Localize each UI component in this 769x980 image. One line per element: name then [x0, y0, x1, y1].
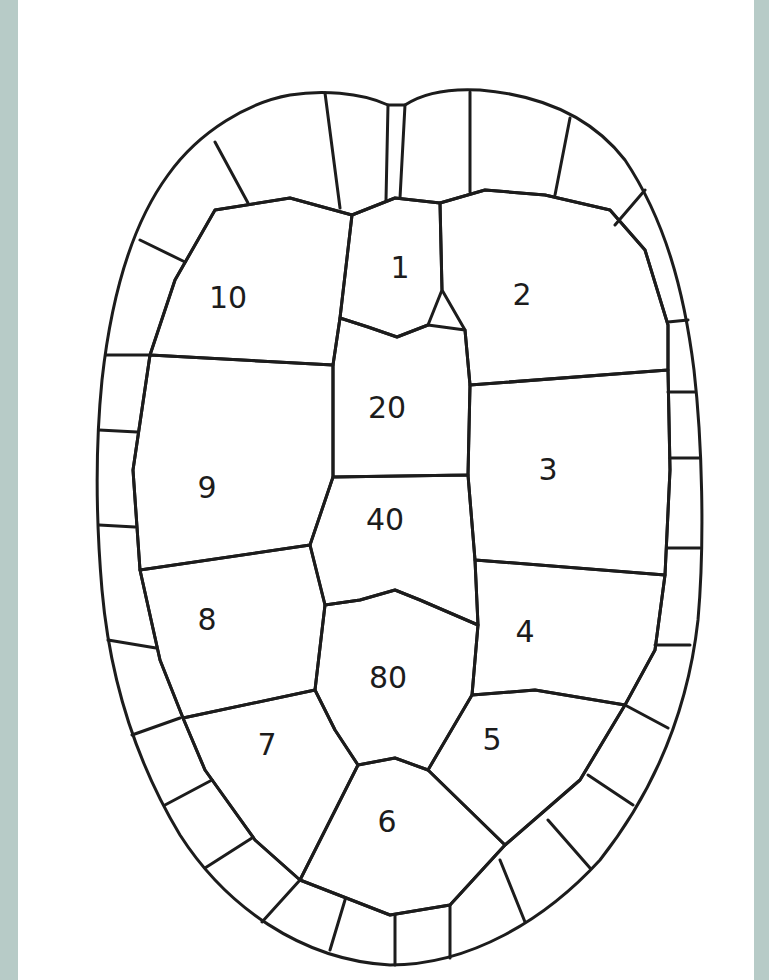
- scute-number: 10: [209, 283, 247, 313]
- scute-border: [340, 198, 442, 337]
- scute-number: 6: [377, 807, 396, 837]
- scute-shape: 3: [468, 370, 670, 575]
- scute-shape: 10: [150, 198, 352, 365]
- scute-shape: 4: [472, 560, 665, 705]
- scute-outline: [150, 198, 352, 365]
- nuchal-notch: [386, 105, 405, 200]
- scute-number: 1: [390, 253, 409, 283]
- scute-border: [133, 355, 333, 570]
- scute-outline: [133, 355, 333, 570]
- scute-outline: [183, 690, 358, 880]
- marginal-dividers: [99, 92, 700, 965]
- scute-outline: [472, 560, 665, 705]
- scute-outline: [140, 545, 325, 718]
- scute-shape: 8: [140, 545, 325, 718]
- scute-border: [315, 590, 478, 770]
- scute-border: [150, 198, 352, 365]
- scute-number: 80: [369, 663, 407, 693]
- scute-number: 3: [538, 455, 557, 485]
- scute-number: 9: [197, 473, 216, 503]
- scute-shape: 9: [133, 355, 333, 570]
- scute-number: 5: [482, 725, 501, 755]
- scute-number: 4: [515, 617, 534, 647]
- scute-border: [140, 545, 325, 718]
- scute-number: 8: [197, 605, 216, 635]
- marginal-inner-edge: [133, 190, 670, 915]
- shell-outer-edge: [97, 90, 702, 965]
- scute-shape: 7: [183, 690, 358, 880]
- scute-shape: 5: [428, 690, 625, 845]
- scute-border: [300, 758, 505, 915]
- scute-border: [468, 370, 670, 575]
- scute-outline: [468, 370, 670, 575]
- scute-shape: 2: [440, 190, 668, 385]
- scute-shape: 80: [315, 590, 478, 770]
- scute-outline: [440, 190, 668, 385]
- scute-border: [183, 690, 358, 880]
- scute-number: 20: [368, 393, 406, 423]
- scute-outline: [428, 690, 625, 845]
- scute-shape: 1: [340, 198, 442, 337]
- scute-number: 2: [512, 280, 531, 310]
- scute-border: [472, 560, 665, 705]
- scute-border: [333, 318, 470, 477]
- scute-border: [440, 190, 668, 385]
- scute-outline: [300, 758, 505, 915]
- scute-border: [428, 690, 625, 845]
- scute-shape: 6: [300, 758, 505, 915]
- scute-number: 7: [257, 730, 276, 760]
- scute-shape: 20: [333, 318, 470, 477]
- scute-number: 40: [366, 505, 404, 535]
